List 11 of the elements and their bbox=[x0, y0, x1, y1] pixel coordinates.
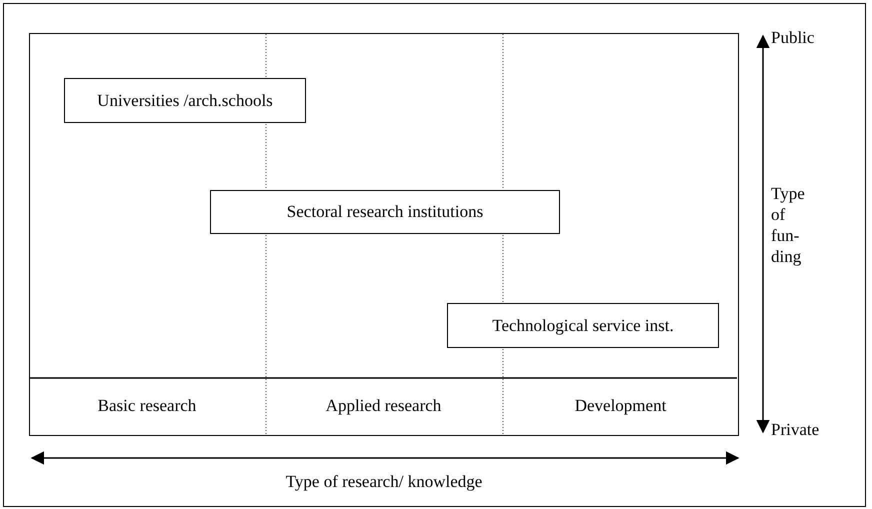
category-label: Development bbox=[574, 396, 668, 416]
axis-label: Public bbox=[771, 28, 814, 48]
axis-label: Type of fun- ding bbox=[771, 183, 806, 267]
institution-box: Technological service inst. bbox=[447, 303, 719, 348]
category-label: Applied research bbox=[324, 396, 442, 416]
category-label: Basic research bbox=[96, 396, 198, 416]
chart-frame bbox=[29, 33, 739, 436]
axis-label: Type of research/ knowledge bbox=[284, 472, 484, 492]
axis-label: Private bbox=[771, 420, 820, 440]
institution-box: Sectoral research institutions bbox=[210, 190, 560, 234]
institution-box: Universities /arch.schools bbox=[64, 78, 306, 123]
